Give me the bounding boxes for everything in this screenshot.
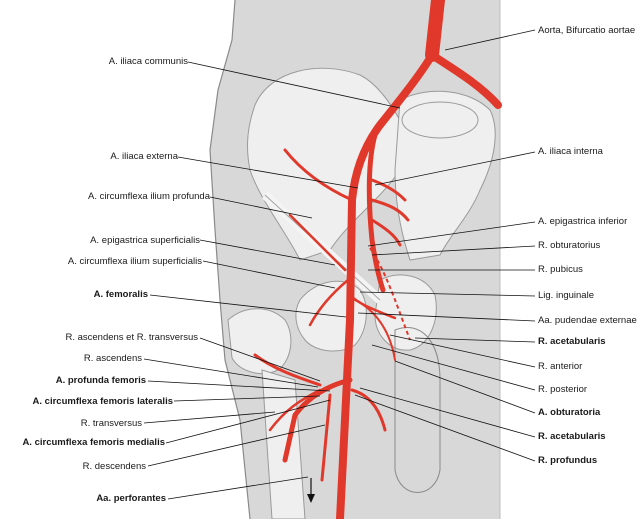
genital-outline [394, 327, 441, 493]
label-circumflexa-femoris-medialis: A. circumflexa femoris medialis [22, 437, 165, 448]
obturator-dashed [369, 247, 411, 341]
label-r-posterior: R. posterior [538, 384, 588, 395]
arteries [253, 0, 502, 523]
label-aa-perforantes: Aa. perforantes [96, 493, 166, 504]
label-iliaca-communis: A. iliaca communis [108, 56, 188, 67]
arrow-down-icon [307, 478, 315, 503]
label-circumflexa-ilium-profunda: A. circumflexa ilium profunda [88, 191, 210, 202]
label-r-ascendens-transversus: R. ascendens et R. transversus [65, 332, 198, 343]
label-epigastrica-superficialis: A. epigastrica superficialis [90, 235, 200, 246]
label-iliaca-interna: A. iliaca interna [538, 146, 603, 157]
label-r-ascendens: R. ascendens [83, 353, 142, 364]
leader-lines [143, 29, 536, 500]
label-circumflexa-ilium-superficialis: A. circumflexa ilium superficialis [67, 256, 202, 267]
label-r-anterior: R. anterior [538, 361, 583, 372]
label-r-acetabularis-1: R. acetabularis [538, 336, 606, 347]
label-obturatoria: A. obturatoria [538, 407, 601, 418]
label-r-descendens: R. descendens [82, 461, 146, 472]
label-r-pubicus: R. pubicus [538, 264, 583, 275]
label-r-acetabularis-2: R. acetabularis [538, 431, 606, 442]
label-r-transversus: R. transversus [80, 418, 142, 429]
label-profunda-femoris: A. profunda femoris [55, 375, 146, 386]
label-aa-pudendae-externae: Aa. pudendae externae [538, 315, 637, 326]
label-circumflexa-femoris-lateralis: A. circumflexa femoris lateralis [32, 396, 173, 407]
label-aorta: Aorta, Bifurcatio aortae [538, 25, 636, 36]
label-femoralis: A. femoralis [93, 289, 148, 300]
label-r-obturatorius: R. obturatorius [538, 240, 601, 251]
label-epigastrica-inferior: A. epigastrica inferior [538, 216, 628, 227]
label-r-profundus: R. profundus [538, 455, 598, 466]
label-lig-inguinale: Lig. inguinale [538, 290, 594, 301]
label-iliaca-externa: A. iliaca externa [110, 151, 178, 162]
